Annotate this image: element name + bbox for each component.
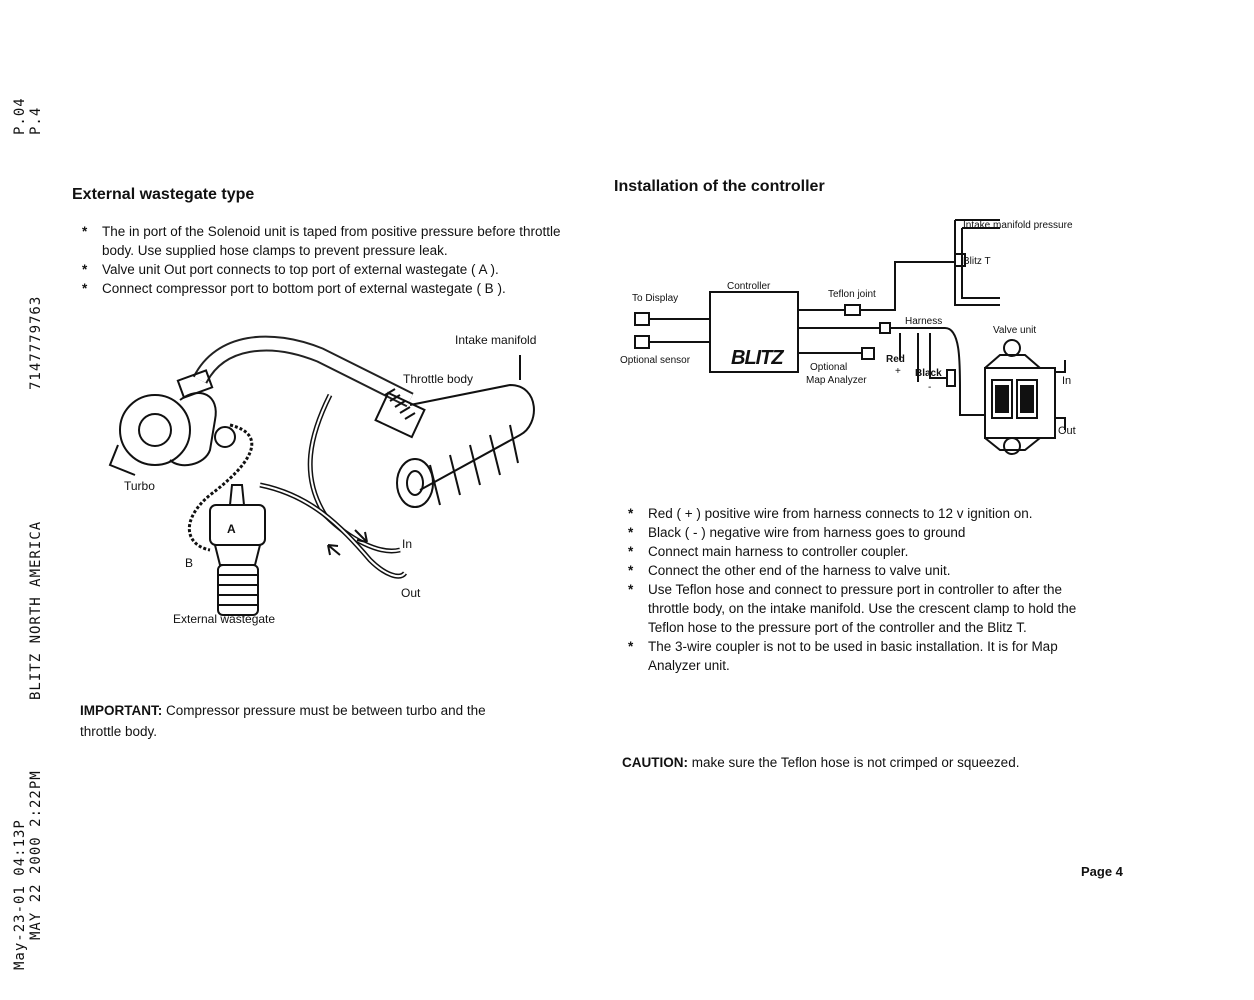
label-black: Black: [915, 368, 942, 379]
label-turbo: Turbo: [124, 479, 155, 493]
label-port-b: B: [185, 556, 194, 570]
label-optional: Optional: [810, 362, 848, 373]
fax-page-number-secondary: P.4: [28, 106, 44, 135]
list-item: Black ( - ) negative wire from harness g…: [626, 523, 1096, 542]
fax-timestamp-primary: May-23-01 04:13P: [12, 819, 28, 970]
list-item: Connect the other end of the harness to …: [626, 561, 1096, 580]
fax-page-number: P.04: [12, 97, 28, 135]
caution-label: CAUTION:: [622, 755, 688, 770]
label-valve-in: In: [1062, 375, 1072, 387]
list-item: Connect main harness to controller coupl…: [626, 542, 1096, 561]
wastegate-instructions-list: The in port of the Solenoid unit is tape…: [80, 222, 570, 298]
list-item: Red ( + ) positive wire from harness con…: [626, 504, 1096, 523]
wastegate-diagram: [108, 335, 535, 616]
label-valve-out: Out: [1058, 425, 1076, 437]
label-teflon-joint: Teflon joint: [828, 289, 876, 300]
label-plus: +: [895, 366, 901, 377]
label-throttle-body: Throttle body: [403, 372, 474, 386]
caution-text: make sure the Teflon hose is not crimped…: [691, 755, 1020, 770]
page-number: Page 4: [1081, 864, 1123, 879]
label-intake-pressure: Intake manifold pressure: [963, 220, 1073, 231]
label-valve-unit: Valve unit: [993, 325, 1037, 336]
important-label: IMPORTANT:: [80, 703, 163, 718]
controller-wiring-diagram: [634, 219, 1066, 455]
label-minus: -: [928, 382, 932, 393]
label-port-a: A: [227, 522, 236, 536]
controller-instructions-list: Red ( + ) positive wire from harness con…: [626, 504, 1096, 675]
list-item: Use Teflon hose and connect to pressure …: [626, 580, 1096, 637]
list-item: Connect compressor port to bottom port o…: [80, 279, 570, 298]
fax-timestamp-secondary: MAY 22 2000 2:22PM: [28, 770, 44, 940]
label-intake-manifold: Intake manifold: [455, 333, 537, 347]
label-external-wastegate: External wastegate: [173, 612, 276, 626]
important-note: IMPORTANT: Compressor pressure must be b…: [80, 700, 530, 742]
label-in: In: [402, 537, 413, 551]
important-text: Compressor pressure must be between turb…: [80, 703, 486, 739]
label-to-display: To Display: [632, 293, 679, 304]
fax-company-name: BLITZ NORTH AMERICA: [28, 520, 44, 700]
label-map-analyzer: Map Analyzer: [806, 375, 867, 386]
label-red: Red: [886, 354, 905, 365]
label-blitz-t: Blitz T: [963, 256, 991, 267]
fax-header-strip: P.04 P.4 7147779763 BLITZ NORTH AMERICA …: [8, 10, 56, 970]
installation-title: Installation of the controller: [614, 178, 825, 195]
label-harness: Harness: [905, 316, 943, 327]
caution-note: CAUTION: make sure the Teflon hose is no…: [622, 752, 1102, 773]
fax-phone-number: 7147779763: [28, 295, 44, 390]
label-controller: Controller: [727, 281, 771, 292]
list-item: The in port of the Solenoid unit is tape…: [80, 222, 570, 260]
external-wastegate-title: External wastegate type: [72, 186, 255, 203]
label-out: Out: [401, 586, 421, 600]
label-optional-sensor: Optional sensor: [620, 355, 691, 366]
list-item: Valve unit Out port connects to top port…: [80, 260, 570, 279]
blitz-logo: BLITZ: [731, 347, 784, 369]
list-item: The 3-wire coupler is not to be used in …: [626, 637, 1096, 675]
